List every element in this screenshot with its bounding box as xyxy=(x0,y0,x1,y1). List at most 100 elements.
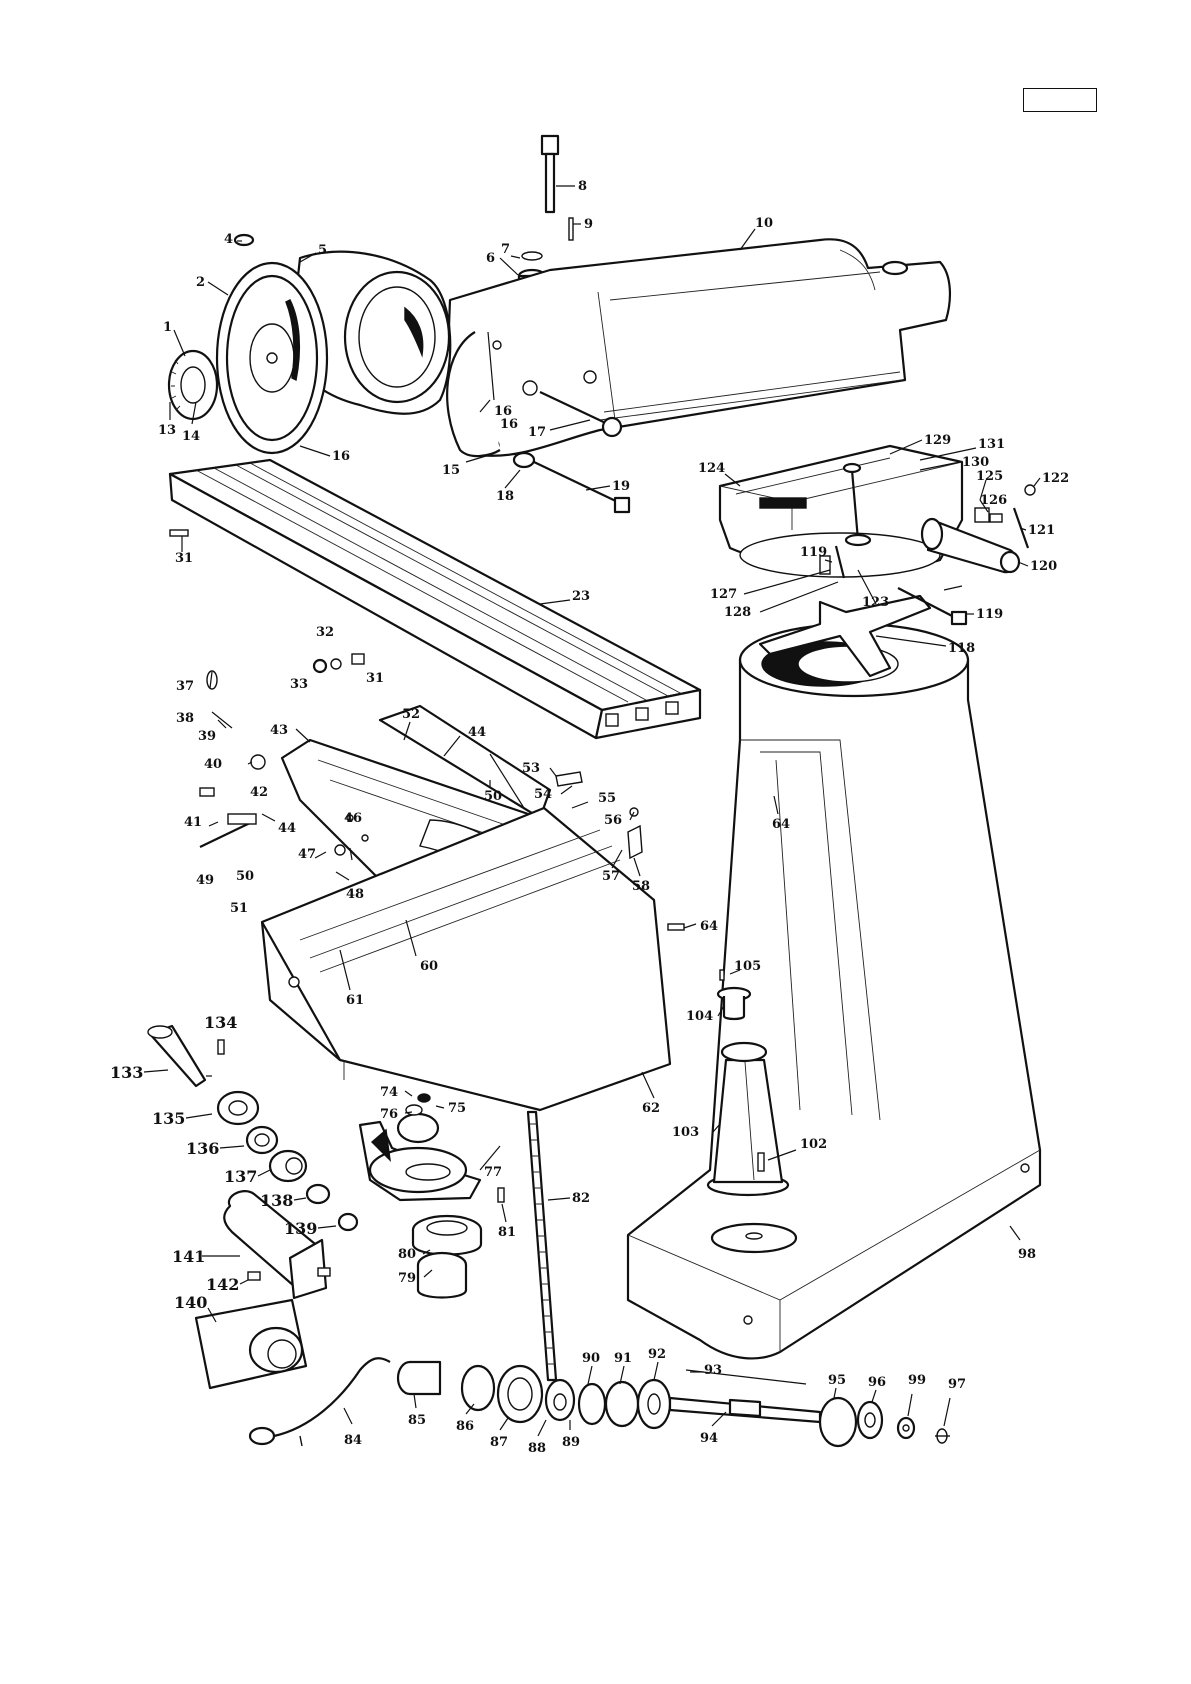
callout-62: 62 xyxy=(642,1101,660,1116)
callout-89: 89 xyxy=(562,1435,580,1450)
callout-98: 98 xyxy=(1018,1247,1036,1262)
callout-52: 52 xyxy=(402,707,420,722)
column-base-part xyxy=(626,622,1042,1360)
base-plate-part xyxy=(710,1222,798,1254)
callout-130: 130 xyxy=(962,455,989,470)
bushing-part xyxy=(716,969,752,1021)
callout-124: 124 xyxy=(698,461,725,476)
callout-135: 135 xyxy=(152,1109,185,1128)
adapter-spider-part xyxy=(758,594,932,678)
saddle-shaft-part xyxy=(199,813,257,848)
callout-82: 82 xyxy=(572,1191,590,1206)
callout-16-c: 16 xyxy=(332,449,350,464)
callout-105: 105 xyxy=(734,959,761,974)
callout-94: 94 xyxy=(700,1431,718,1446)
turret-pinion-part xyxy=(920,517,1021,574)
callout-23: 23 xyxy=(572,589,590,604)
callout-31-b: 31 xyxy=(366,671,384,686)
callout-93: 93 xyxy=(704,1363,722,1378)
callout-53: 53 xyxy=(522,761,540,776)
saddle-hardware-part xyxy=(199,670,346,856)
callout-60: 60 xyxy=(420,959,438,974)
callout-37: 37 xyxy=(176,679,194,694)
callout-121: 121 xyxy=(1028,523,1055,538)
graduated-dial-part xyxy=(167,349,219,421)
turret-clamp-bolt-part xyxy=(842,462,872,547)
side-cover-part xyxy=(446,331,501,458)
callout-104: 104 xyxy=(686,1009,713,1024)
callout-84: 84 xyxy=(344,1433,362,1448)
callout-91: 91 xyxy=(614,1351,632,1366)
thrust-bearing-part xyxy=(544,1378,672,1430)
callout-61: 61 xyxy=(346,993,364,1008)
callout-81: 81 xyxy=(498,1225,516,1240)
callout-7: 7 xyxy=(501,242,510,257)
callout-10: 10 xyxy=(755,216,773,231)
callout-13: 13 xyxy=(158,423,176,438)
callout-15: 15 xyxy=(442,463,460,478)
callout-16-b: 16 xyxy=(500,417,518,432)
callout-6: 6 xyxy=(486,251,495,266)
callout-88: 88 xyxy=(528,1441,546,1456)
pivot-bolt-part xyxy=(539,391,623,438)
callout-43: 43 xyxy=(270,723,288,738)
callout-75: 75 xyxy=(448,1101,466,1116)
callout-136: 136 xyxy=(186,1139,219,1158)
callout-41: 41 xyxy=(184,815,202,830)
callout-44-a: 44 xyxy=(468,725,486,740)
bearing-part xyxy=(216,1090,359,1232)
gib-strip-part xyxy=(555,771,643,860)
callout-16-a: 16 xyxy=(494,404,512,419)
front-plate-part xyxy=(215,261,329,455)
stud-bolt-part xyxy=(819,545,968,626)
callout-31-a: 31 xyxy=(175,551,193,566)
drawbar-part xyxy=(540,134,560,214)
ring-part xyxy=(233,233,255,247)
callout-128: 128 xyxy=(724,605,751,620)
callout-79: 79 xyxy=(398,1271,416,1286)
callout-103: 103 xyxy=(672,1125,699,1140)
feed-nut-part xyxy=(818,1396,950,1448)
callout-5: 5 xyxy=(318,243,327,258)
callout-58: 58 xyxy=(632,879,650,894)
feed-shaft-part xyxy=(147,1024,225,1088)
callout-54: 54 xyxy=(534,787,552,802)
crank-handle-part xyxy=(248,1357,391,1447)
callout-141: 141 xyxy=(172,1247,205,1266)
callout-126: 126 xyxy=(980,493,1007,508)
knee-part xyxy=(260,806,672,1112)
table-gib-screw-part xyxy=(312,653,365,674)
callout-9: 9 xyxy=(584,217,593,232)
callout-57: 57 xyxy=(602,869,620,884)
callout-4: 4 xyxy=(224,232,233,247)
callout-134: 134 xyxy=(204,1013,237,1032)
callout-76: 76 xyxy=(380,1107,398,1122)
callout-17: 17 xyxy=(528,425,546,440)
callout-40: 40 xyxy=(204,757,222,772)
callout-50-b: 50 xyxy=(484,789,502,804)
callout-55: 55 xyxy=(598,791,616,806)
callout-77: 77 xyxy=(484,1165,502,1180)
callout-118: 118 xyxy=(948,641,975,656)
head-adapter-part xyxy=(288,250,452,415)
bevel-gear-part xyxy=(396,1093,440,1144)
callout-8: 8 xyxy=(578,179,587,194)
callout-42: 42 xyxy=(250,785,268,800)
callout-85: 85 xyxy=(408,1413,426,1428)
callout-33: 33 xyxy=(290,677,308,692)
callout-48: 48 xyxy=(346,887,364,902)
bevel-gear-bracket-part xyxy=(358,1120,482,1202)
callout-123: 123 xyxy=(862,595,889,610)
feed-screw-part xyxy=(668,1369,822,1424)
callout-137: 137 xyxy=(224,1167,257,1186)
callout-90: 90 xyxy=(582,1351,600,1366)
table-stop-part xyxy=(169,529,189,537)
callout-95: 95 xyxy=(828,1373,846,1388)
callout-80: 80 xyxy=(398,1247,416,1262)
elevating-screw-part xyxy=(526,1110,558,1382)
callout-19: 19 xyxy=(612,479,630,494)
callout-119-b: 119 xyxy=(800,545,827,560)
callout-102: 102 xyxy=(800,1137,827,1152)
callout-2: 2 xyxy=(196,275,205,290)
